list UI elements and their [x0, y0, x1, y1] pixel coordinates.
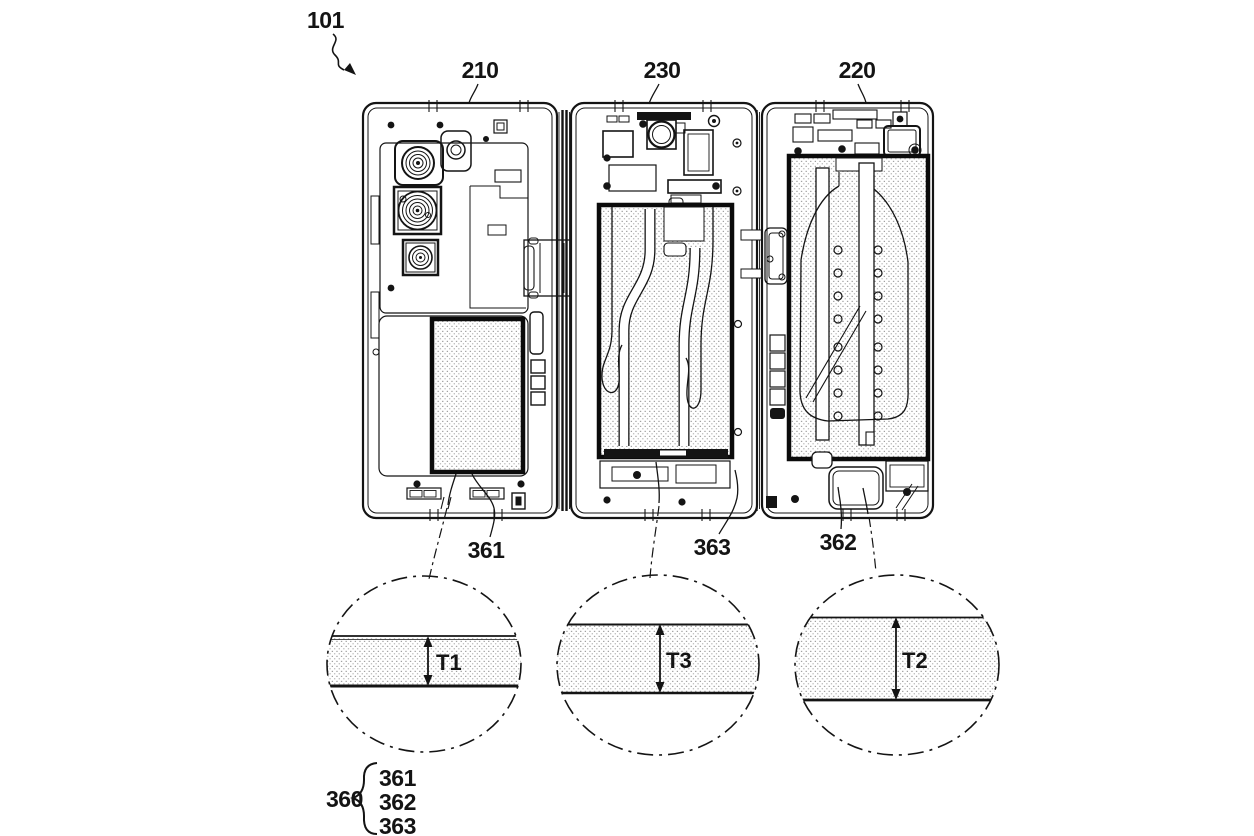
label-210: 210: [462, 57, 499, 83]
hinge-left: [558, 110, 570, 511]
vent-holes: [833, 245, 883, 421]
label-230: 230: [644, 57, 681, 83]
screw-ring: [733, 319, 743, 329]
screw-ring: [732, 138, 742, 148]
detail-leader-t1: [428, 507, 448, 580]
chip: [602, 130, 634, 158]
screw: [413, 480, 421, 488]
midframe-plate: [379, 142, 529, 314]
edge-tabs: [614, 100, 712, 521]
thickness-arrow-t1: [423, 636, 433, 686]
edge-tabs: [428, 100, 529, 521]
screw: [678, 498, 686, 506]
group-item-362: 362: [379, 789, 416, 815]
sheet-group-legend: 360 361 362 363: [326, 762, 417, 836]
label-101: 101: [307, 7, 345, 33]
detail-leader-t2: [868, 516, 877, 573]
edge-tabs: [815, 100, 910, 521]
squiggle-arrow: [331, 33, 345, 71]
screw: [603, 154, 611, 162]
screw: [387, 121, 395, 129]
side-key: [370, 195, 380, 245]
bracket: [493, 119, 508, 134]
housing-210: [361, 100, 559, 521]
camera-230: [646, 119, 677, 150]
housing-220: [760, 100, 935, 521]
speaker-module: [828, 466, 884, 510]
screw: [911, 146, 919, 154]
heat-sheet-363: [596, 202, 735, 460]
screw-ring: [707, 114, 721, 128]
screw: [791, 495, 799, 503]
heat-sheet-362: [786, 153, 931, 462]
label-t2: T2: [902, 648, 928, 673]
sheet-leaders: 361 363 362: [428, 461, 877, 580]
label-363: 363: [694, 534, 731, 560]
screw: [483, 136, 489, 142]
label-360: 360: [326, 786, 363, 812]
arrowhead: [344, 63, 356, 75]
chip: [608, 164, 657, 192]
heat-sheet-361: [429, 316, 526, 475]
label-361: 361: [468, 537, 506, 563]
camera-cluster: [387, 130, 472, 292]
camera-lens-2: [392, 185, 443, 236]
screw: [838, 145, 846, 153]
screw: [603, 496, 611, 504]
detail-circle-t3: T3: [556, 574, 760, 756]
group-item-363: 363: [379, 813, 416, 836]
screw: [603, 182, 611, 190]
detail-circle-t1: T1: [326, 575, 522, 753]
label-t1: T1: [436, 650, 462, 675]
screw: [896, 115, 904, 123]
label-t3: T3: [666, 648, 692, 673]
flash-module: [440, 130, 472, 172]
screw: [712, 182, 720, 190]
reference-labels: 101 210 230 220: [307, 7, 876, 105]
thickness-arrow-t3: [655, 624, 665, 693]
curly-brace: [350, 762, 378, 835]
side-key: [370, 291, 380, 339]
label-362: 362: [820, 529, 857, 555]
screw-ring: [733, 427, 743, 437]
group-item-361: 361: [379, 765, 417, 791]
housing-230: [569, 100, 759, 521]
screw: [517, 480, 525, 488]
screw: [633, 471, 641, 479]
side-key-stack: [769, 334, 786, 419]
thickness-arrow-t2: [891, 617, 901, 700]
chip: [683, 129, 714, 176]
camera-lens-3: [401, 238, 440, 277]
screw-ring: [732, 186, 742, 196]
screw: [794, 147, 802, 155]
hinge-bracket: [764, 227, 788, 285]
screw: [639, 120, 647, 128]
detail-circle-t2: T2: [794, 574, 1000, 756]
screw: [436, 121, 444, 129]
label-220: 220: [839, 57, 876, 83]
battery-well: [378, 315, 529, 477]
camera-lens-1: [401, 146, 435, 180]
detail-leader-t3: [649, 505, 660, 579]
